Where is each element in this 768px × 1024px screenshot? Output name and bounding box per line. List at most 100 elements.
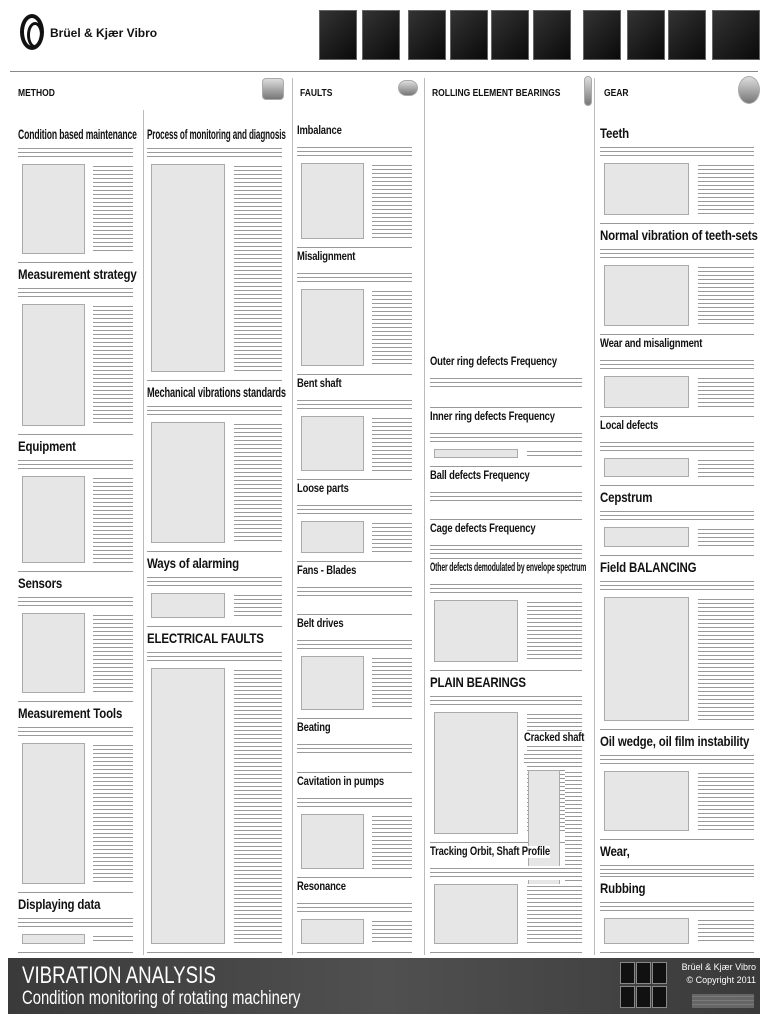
section-faults: FAULTS (300, 88, 333, 99)
footer-note (692, 994, 754, 1008)
section-divider (147, 952, 282, 953)
footer-photo (636, 962, 651, 984)
section-divider (430, 407, 582, 408)
section-heading: Tracking Orbit, Shaft Profile (430, 846, 550, 858)
product-photo (668, 10, 706, 60)
figure-diagram (22, 934, 86, 944)
section-heading: Cracked shaft (524, 732, 585, 744)
section-heading: Cavitation in pumps (297, 776, 385, 788)
body-text (18, 916, 133, 930)
body-text (18, 146, 133, 160)
product-photo (712, 10, 760, 60)
section-heading: Fans - Blades (297, 565, 357, 577)
section-divider (600, 334, 754, 335)
body-text (527, 449, 582, 458)
bearing-illustration-icon (584, 76, 592, 106)
body-text (600, 509, 754, 523)
body-text (430, 582, 582, 596)
body-text (698, 458, 754, 477)
body-text (372, 289, 412, 366)
section-divider (297, 247, 412, 248)
section-divider (297, 614, 412, 615)
body-text (430, 694, 582, 708)
body-text (297, 271, 412, 285)
section-heading: PLAIN BEARINGS (430, 674, 526, 690)
body-text (147, 146, 282, 160)
section-heading: ELECTRICAL FAULTS (147, 630, 264, 646)
figure-diagram (604, 163, 689, 215)
section-gear: GEAR (604, 88, 629, 99)
section-divider (430, 842, 582, 843)
method-illustration-icon (262, 78, 284, 100)
product-photo (583, 10, 621, 60)
body-text (527, 884, 582, 944)
section-heading: Ways of alarming (147, 555, 240, 571)
figure-diagram (434, 884, 518, 944)
section-divider (600, 839, 754, 840)
body-text (93, 743, 133, 884)
body-text (147, 404, 282, 418)
body-text (600, 863, 754, 874)
figure-diagram (22, 476, 86, 563)
section-heading: Belt drives (297, 618, 344, 630)
figure-diagram (301, 814, 365, 869)
body-text (297, 742, 412, 756)
figure-diagram (604, 918, 689, 944)
body-text (234, 593, 282, 618)
section-divider (297, 772, 412, 773)
body-text (93, 304, 133, 426)
product-photo (491, 10, 529, 60)
body-text (698, 918, 754, 944)
body-text (234, 164, 282, 372)
section-heading: Equipment (18, 438, 77, 454)
section-divider (600, 729, 754, 730)
figure-diagram (301, 919, 365, 944)
body-text (430, 376, 582, 390)
section-divider (430, 670, 582, 671)
section-divider (147, 551, 282, 552)
section-divider (430, 519, 582, 520)
section-heading: Displaying data (18, 896, 101, 912)
figure-diagram (22, 164, 86, 254)
section-divider (147, 626, 282, 627)
section-heading: Ball defects Frequency (430, 470, 531, 482)
body-text (93, 164, 133, 254)
body-text (600, 579, 754, 593)
section-divider (600, 416, 754, 417)
section-heading: Cage defects Frequency (430, 523, 536, 535)
product-photo (319, 10, 357, 60)
body-text (93, 613, 133, 693)
body-text (527, 600, 582, 662)
section-heading: Resonance (297, 881, 347, 893)
section-divider (600, 223, 754, 224)
section-heading: Cepstrum (600, 489, 653, 505)
gear-illustration-icon (738, 76, 760, 104)
product-photo (362, 10, 400, 60)
footer-photo (652, 962, 667, 984)
section-heading: Measurement Tools (18, 705, 123, 721)
body-text (18, 286, 133, 300)
section-heading: Rubbing (600, 880, 646, 896)
body-text (372, 163, 412, 239)
section-divider (297, 479, 412, 480)
section-divider (430, 558, 582, 559)
section-divider (18, 892, 133, 893)
section-divider (600, 952, 754, 953)
product-photo (627, 10, 665, 60)
figure-diagram (22, 613, 86, 693)
body-text (93, 476, 133, 563)
section-divider (600, 485, 754, 486)
body-text (600, 247, 754, 261)
section-heading: Other defects demodulated by envelope sp… (430, 562, 587, 574)
column-divider (424, 78, 425, 955)
figure-diagram (301, 521, 365, 553)
body-text (297, 398, 412, 412)
figure-diagram (22, 304, 86, 426)
body-text (430, 866, 582, 880)
body-text (600, 358, 754, 372)
section-heading: Process of monitoring and diagnosis (147, 126, 286, 142)
body-text (698, 597, 754, 721)
body-text (372, 521, 412, 553)
body-text (600, 900, 754, 914)
section-heading: Imbalance (297, 125, 342, 137)
